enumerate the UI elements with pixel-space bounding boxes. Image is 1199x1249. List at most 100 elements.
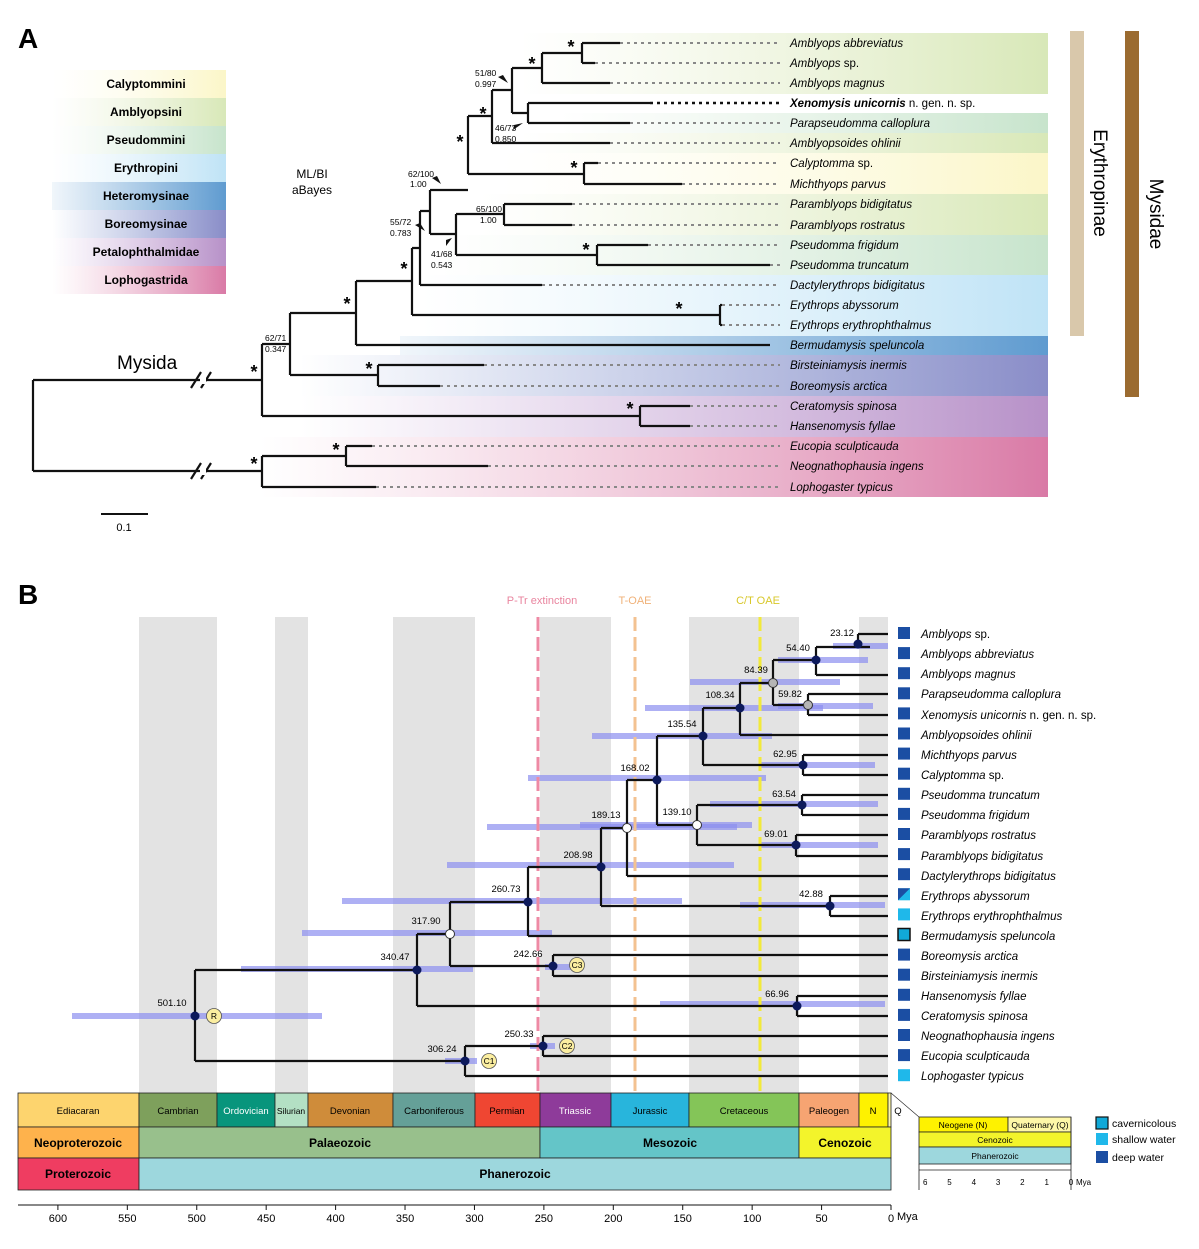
habitat-legend: cavernicolous shallow water deep water bbox=[1095, 1116, 1176, 1164]
svg-text:139.10: 139.10 bbox=[662, 807, 691, 818]
svg-text:R: R bbox=[211, 1011, 217, 1021]
inset-tick-label: 5 bbox=[947, 1178, 952, 1187]
svg-text:317.90: 317.90 bbox=[411, 916, 440, 927]
svg-text:Pseudomma frigidum: Pseudomma frigidum bbox=[921, 810, 1030, 822]
habitat-square bbox=[898, 707, 910, 720]
support-values: 51/80 0.997 46/73 0.850 62/100 1.00 65/1… bbox=[265, 68, 517, 354]
habitat-square bbox=[897, 927, 911, 942]
svg-text:Paramblyops rostratus: Paramblyops rostratus bbox=[921, 830, 1036, 842]
svg-text:*: * bbox=[567, 37, 574, 57]
axis-tick-label: 600 bbox=[49, 1213, 67, 1225]
svg-text:65/100: 65/100 bbox=[476, 204, 502, 214]
habitat-square bbox=[898, 667, 910, 680]
svg-text:1.00: 1.00 bbox=[410, 179, 427, 189]
taxon-b-0: Amblyops bbox=[920, 629, 972, 641]
axis-tick-label: 250 bbox=[535, 1213, 553, 1225]
axis-unit: Mya bbox=[897, 1211, 919, 1223]
ptr-label: P-Tr extinction bbox=[507, 595, 578, 607]
svg-text:501.10: 501.10 bbox=[157, 998, 186, 1009]
svg-text:Paramblyops bidigitatus: Paramblyops bidigitatus bbox=[790, 199, 912, 211]
taxa-a: Amblyops abbreviatus Amblyops sp. Amblyo… bbox=[789, 38, 975, 494]
period-stripes bbox=[139, 617, 888, 1093]
svg-text:Amblyops sp.: Amblyops sp. bbox=[920, 629, 990, 641]
svg-text:Calyptomma sp.: Calyptomma sp. bbox=[921, 770, 1004, 782]
svg-text:0.850: 0.850 bbox=[495, 134, 517, 144]
habitat-square bbox=[898, 787, 910, 800]
svg-text:Amblyopsoides ohlinii: Amblyopsoides ohlinii bbox=[920, 730, 1032, 742]
period-labels: Ediacaran Cambrian Ordovician Silurian D… bbox=[57, 1106, 902, 1117]
taxon-b-12: Dactylerythrops bidigitatus bbox=[921, 871, 1056, 883]
habitat-square bbox=[898, 747, 910, 760]
habitat-square bbox=[898, 727, 910, 740]
clade-bands bbox=[260, 33, 1048, 497]
svg-text:Ceratomysis spinosa: Ceratomysis spinosa bbox=[790, 401, 897, 413]
svg-text:108.34: 108.34 bbox=[705, 690, 734, 701]
taxon-b-22: Lophogaster typicus bbox=[921, 1071, 1024, 1083]
svg-text:Ceratomysis spinosa: Ceratomysis spinosa bbox=[921, 1011, 1028, 1023]
legend-cave-swatch bbox=[1095, 1116, 1109, 1130]
legend-lophogastrida: Lophogastrida bbox=[104, 273, 188, 287]
taxon-a-22: Lophogaster typicus bbox=[790, 482, 893, 494]
calibration-badges: R C3 C2 C1 bbox=[206, 957, 585, 1069]
taxon-a-5: Amblyopsoides ohlinii bbox=[789, 138, 901, 150]
svg-text:Palaeozoic: Palaeozoic bbox=[309, 1136, 371, 1150]
svg-text:C2: C2 bbox=[562, 1041, 573, 1051]
habitat-square bbox=[898, 1029, 910, 1041]
habitat-square bbox=[898, 767, 910, 780]
svg-text:*: * bbox=[400, 259, 407, 279]
method-label-1: ML/BI bbox=[296, 167, 327, 181]
taxon-a-21: Neognathophausia ingens bbox=[790, 461, 924, 473]
svg-text:Amblyops abbreviatus: Amblyops abbreviatus bbox=[789, 38, 903, 50]
taxon-b-3: Parapseudomma calloplura bbox=[921, 689, 1061, 701]
inset-cenozoic: Cenozoic bbox=[977, 1135, 1013, 1145]
svg-text:54.40: 54.40 bbox=[786, 643, 810, 654]
svg-text:Parapseudomma calloplura: Parapseudomma calloplura bbox=[921, 689, 1061, 701]
legend-heteromysinae: Heteromysinae bbox=[103, 189, 189, 203]
svg-text:41/68: 41/68 bbox=[431, 249, 453, 259]
habitat-square bbox=[898, 868, 910, 881]
axis-break-marks bbox=[190, 371, 212, 480]
toae-label: T-OAE bbox=[618, 595, 651, 607]
legend-petalophthalmidae: Petalophthalmidae bbox=[93, 245, 200, 259]
taxon-a-10: Pseudomma frigidum bbox=[790, 240, 899, 252]
scale-label: 0.1 bbox=[116, 522, 131, 534]
svg-text:84.39: 84.39 bbox=[744, 665, 768, 676]
svg-text:Hansenomysis fyllae: Hansenomysis fyllae bbox=[921, 991, 1026, 1003]
band-boreomysinae bbox=[300, 355, 1048, 396]
tree-a bbox=[31, 41, 770, 489]
svg-text:Xenomysis unicornis n. gen. n.: Xenomysis unicornis n. gen. n. sp. bbox=[789, 98, 975, 110]
taxon-b-4: Xenomysis unicornis bbox=[920, 710, 1027, 722]
habitat-square bbox=[898, 807, 910, 820]
band-amblyopsini-3 bbox=[480, 194, 1048, 235]
taxon-a-14: Erythrops erythrophthalmus bbox=[790, 320, 932, 332]
svg-text:Hansenomysis fyllae: Hansenomysis fyllae bbox=[790, 421, 895, 433]
svg-text:168.02: 168.02 bbox=[620, 763, 649, 774]
svg-text:*: * bbox=[250, 362, 257, 382]
svg-text:42.88: 42.88 bbox=[799, 889, 823, 900]
taxon-a-12: Dactylerythrops bidigitatus bbox=[790, 280, 925, 292]
axis-tick-label: 400 bbox=[326, 1213, 344, 1225]
erythropinae-label: Erythropinae bbox=[1089, 129, 1110, 237]
svg-text:Phanerozoic: Phanerozoic bbox=[479, 1167, 551, 1181]
svg-text:Eucopia sculpticauda: Eucopia sculpticauda bbox=[921, 1051, 1030, 1063]
axis-tick-label: 450 bbox=[257, 1213, 275, 1225]
svg-text:N: N bbox=[870, 1106, 877, 1117]
panel-a-label: A bbox=[18, 23, 38, 54]
svg-text:69.01: 69.01 bbox=[764, 829, 788, 840]
svg-text:*: * bbox=[479, 104, 486, 124]
svg-text:Birsteiniamysis inermis: Birsteiniamysis inermis bbox=[790, 360, 907, 372]
band-amblyopsini-2 bbox=[520, 133, 1048, 153]
habitat-square bbox=[898, 1069, 910, 1082]
svg-text:Michthyops parvus: Michthyops parvus bbox=[790, 179, 886, 191]
svg-text:51/80: 51/80 bbox=[475, 68, 497, 78]
taxon-b-14: Erythrops erythrophthalmus bbox=[921, 911, 1063, 923]
band-pseudommini-1 bbox=[560, 113, 1048, 133]
svg-text:208.98: 208.98 bbox=[563, 850, 592, 861]
axis-tick-label: 350 bbox=[396, 1213, 414, 1225]
svg-text:Pseudomma frigidum: Pseudomma frigidum bbox=[790, 240, 899, 252]
habitat-square bbox=[898, 647, 910, 660]
svg-text:C3: C3 bbox=[572, 960, 583, 970]
svg-text:340.47: 340.47 bbox=[380, 952, 409, 963]
axis-tick-label: 150 bbox=[674, 1213, 692, 1225]
inset-tick-label: 0 bbox=[1069, 1178, 1074, 1187]
